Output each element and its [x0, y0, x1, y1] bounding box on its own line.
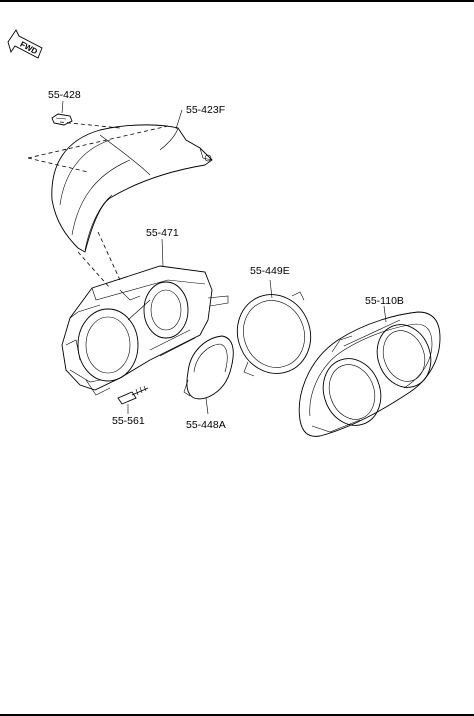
part-label-55-449e: 55-449E — [250, 265, 290, 277]
part-label-55-110b: 55-110B — [365, 295, 404, 307]
fwd-arrow-icon: FWD — [7, 29, 43, 59]
part-label-55-428: 55-428 — [48, 89, 81, 101]
part-label-55-471: 55-471 — [146, 227, 179, 239]
part-label-55-423f: 55-423F — [186, 104, 225, 116]
screw-part — [117, 385, 149, 414]
cluster-panel-part — [298, 305, 441, 437]
bottom-border-rule — [0, 714, 474, 716]
small-meter-lens-part — [183, 335, 234, 415]
large-meter-lens-part — [236, 279, 312, 377]
instrument-cluster-part — [61, 238, 229, 396]
fwd-label: FWD — [19, 40, 40, 57]
clip-part — [51, 100, 73, 126]
top-border-rule — [0, 0, 474, 2]
part-label-55-561: 55-561 — [112, 415, 145, 427]
meter-hood-part — [27, 109, 213, 289]
part-label-55-448a: 55-448A — [186, 419, 226, 431]
